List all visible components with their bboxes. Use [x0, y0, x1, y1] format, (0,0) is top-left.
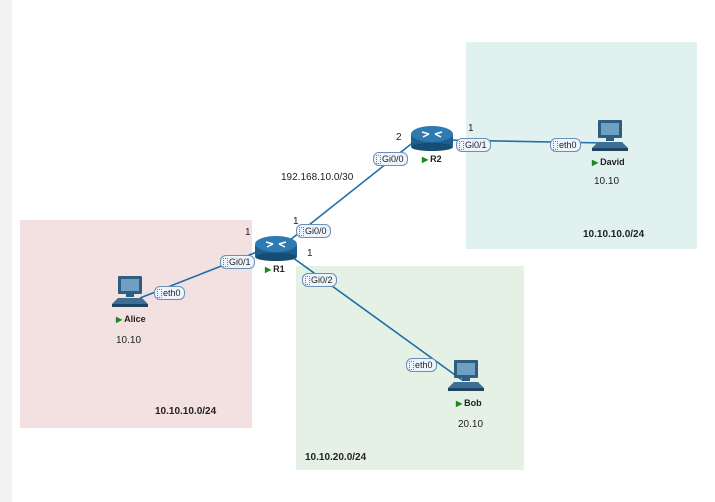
host-bob[interactable] — [446, 358, 486, 397]
port-r1-gi02-number: 1 — [307, 248, 313, 259]
pc-icon — [448, 360, 484, 391]
host-david-name: ▶David — [592, 157, 625, 167]
running-icon: ▶ — [592, 158, 599, 167]
host-alice[interactable] — [110, 274, 150, 313]
iface-r1-gi02[interactable]: Gi0/2 — [302, 273, 337, 287]
host-bob-ip: 20.10 — [458, 419, 484, 430]
router-r2-name: ▶R2 — [422, 154, 442, 164]
port-r1-gi01-number: 1 — [245, 227, 251, 238]
iface-alice-eth0[interactable]: eth0 — [154, 286, 185, 300]
david-subnet-zone — [466, 42, 697, 249]
router-icon — [411, 126, 453, 151]
running-icon: ▶ — [422, 155, 429, 164]
port-r2-gi01-number: 1 — [468, 123, 474, 134]
running-icon: ▶ — [456, 399, 463, 408]
host-david-ip: 10.10 — [594, 176, 620, 187]
iface-r2-gi01[interactable]: Gi0/1 — [456, 138, 491, 152]
host-alice-ip: 10.10 — [116, 335, 142, 346]
alice-subnet-zone — [20, 220, 252, 428]
router-icon — [255, 236, 297, 261]
iface-r2-gi00[interactable]: Gi0/0 — [373, 152, 408, 166]
host-david[interactable] — [590, 118, 630, 157]
host-alice-name: ▶Alice — [116, 314, 146, 324]
iface-david-eth0[interactable]: eth0 — [550, 138, 581, 152]
running-icon: ▶ — [265, 265, 272, 274]
transit-subnet-label: 192.168.10.0/30 — [281, 172, 354, 183]
iface-r1-gi00[interactable]: Gi0/0 — [296, 224, 331, 238]
router-r1-name: ▶R1 — [265, 264, 285, 274]
router-r1[interactable] — [254, 232, 298, 267]
host-bob-name: ▶Bob — [456, 398, 482, 408]
pc-icon — [112, 276, 148, 307]
iface-r1-gi01[interactable]: Gi0/1 — [220, 255, 255, 269]
router-r2[interactable] — [410, 122, 454, 157]
bob-subnet-label: 10.10.20.0/24 — [305, 452, 367, 463]
port-r2-gi00-number: 2 — [396, 132, 402, 143]
iface-bob-eth0[interactable]: eth0 — [406, 358, 437, 372]
running-icon: ▶ — [116, 315, 123, 324]
left-margin — [0, 0, 12, 502]
alice-subnet-label: 10.10.10.0/24 — [155, 406, 217, 417]
david-subnet-label: 10.10.10.0/24 — [583, 229, 645, 240]
pc-icon — [592, 120, 628, 151]
port-r1-gi00-number: 1 — [293, 216, 299, 227]
